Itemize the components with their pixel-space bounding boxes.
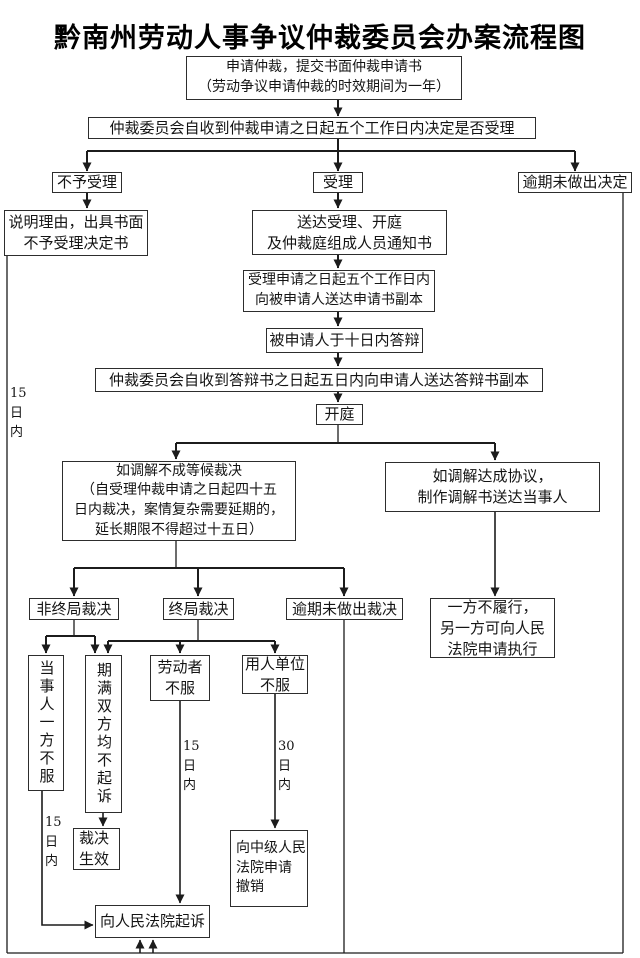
label-15-days-laborer: 15日内 xyxy=(183,739,200,793)
label-15-days-party: 15日内 xyxy=(45,815,62,869)
node-decide-acceptance: 仲裁委员会自收到仲裁申请之日起五个工作日内决定是否受理 xyxy=(88,117,536,139)
node-serve-application-copy: 受理申请之日起五个工作日内 向被申请人送达申请书副本 xyxy=(243,270,435,312)
node-party-dissatisfied: 当事人一方不服 xyxy=(28,655,64,791)
label-15-days-left-rail: 15日内 xyxy=(10,386,27,440)
node-serve-notice: 送达受理、开庭 及仲裁庭组成人员通知书 xyxy=(252,210,447,255)
node-employer-dissatisfied: 用人单位 不服 xyxy=(242,655,308,694)
arrow-party-to-sue xyxy=(41,791,94,930)
node-no-suit-on-expiry: 期满双方均不起诉 xyxy=(85,655,122,813)
node-serve-reply-copy: 仲裁委员会自收到答辩书之日起五日内向申请人送达答辩书副本 xyxy=(95,368,543,392)
label-30-days-employer: 30日内 xyxy=(278,739,295,793)
node-accepted: 受理 xyxy=(313,172,363,193)
node-overdue-decision: 逾期未做出决定 xyxy=(518,172,632,193)
node-await-award: 如调解不成等候裁决 （自受理仲裁申请之日起四十五 日内裁决，案情复杂需要延期的，… xyxy=(62,461,296,541)
node-hearing: 开庭 xyxy=(316,404,363,425)
node-final-award: 终局裁决 xyxy=(163,598,234,620)
node-award-effective: 裁决 生效 xyxy=(73,828,120,870)
node-laborer-dissatisfied: 劳动者 不服 xyxy=(150,655,210,701)
node-overdue-award: 逾期未做出裁决 xyxy=(286,598,403,620)
node-apply-enforcement: 一方不履行， 另一方可向人民 法院申请执行 xyxy=(430,598,555,658)
node-apply-revocation: 向中级人民 法院申请 撤销 xyxy=(230,830,308,907)
node-sue-in-court: 向人民法院起诉 xyxy=(95,905,210,938)
node-apply-arbitration: 申请仲裁，提交书面仲裁申请书 （劳动争议申请仲裁的时效期间为一年） xyxy=(186,56,462,100)
node-explain-reasons: 说明理由，出具书面 不予受理决定书 xyxy=(4,210,148,256)
page-title: 黔南州劳动人事争议仲裁委员会办案流程图 xyxy=(54,23,586,54)
node-non-final-award: 非终局裁决 xyxy=(29,598,119,620)
node-respondent-reply: 被申请人于十日内答辩 xyxy=(266,328,423,353)
node-mediation-agreement: 如调解达成协议， 制作调解书送达当事人 xyxy=(385,462,600,512)
node-not-accepted: 不予受理 xyxy=(52,172,122,193)
